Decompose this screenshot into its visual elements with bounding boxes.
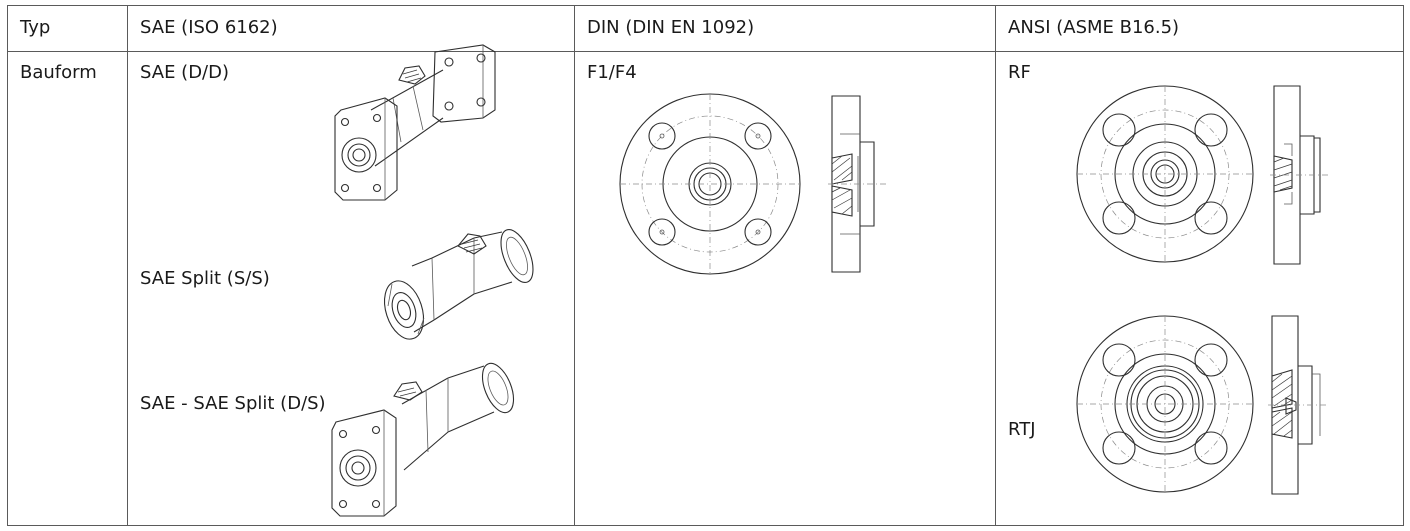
column-divider-1 — [127, 5, 128, 526]
label-sae-dd: SAE (D/D) — [140, 62, 229, 83]
ansi-rf-front-view-drawing — [1075, 84, 1255, 264]
flange-type-table: Typ SAE (ISO 6162) DIN (DIN EN 1092) ANS… — [7, 5, 1404, 526]
header-din: DIN (DIN EN 1092) — [587, 17, 755, 38]
header-row-divider — [7, 51, 1404, 52]
label-sae-sae-split-ds: SAE - SAE Split (D/S) — [140, 393, 326, 414]
table-border-right — [1403, 5, 1404, 526]
table-border-left — [7, 5, 8, 526]
label-ansi-rtj: RTJ — [1008, 419, 1036, 440]
header-sae: SAE (ISO 6162) — [140, 17, 278, 38]
ansi-rf-side-section-drawing — [1270, 84, 1330, 266]
column-divider-2 — [574, 5, 575, 526]
table-border-top — [7, 5, 1404, 6]
din-f1f4-front-view-drawing — [618, 92, 802, 276]
sae-sae-split-ds-drawing — [330, 360, 522, 526]
label-ansi-rf: RF — [1008, 62, 1031, 83]
header-typ: Typ — [20, 17, 51, 38]
sae-dd-flange-drawing — [333, 40, 505, 210]
ansi-rtj-side-section-drawing — [1268, 314, 1330, 496]
label-sae-split-ss: SAE Split (S/S) — [140, 268, 270, 289]
column-divider-3 — [995, 5, 996, 526]
header-ansi: ANSI (ASME B16.5) — [1008, 17, 1180, 38]
label-din-f1f4: F1/F4 — [587, 62, 637, 83]
table-border-bottom — [7, 525, 1404, 526]
din-f1f4-side-section-drawing — [828, 94, 888, 274]
sae-split-ss-drawing — [362, 222, 542, 364]
ansi-rtj-front-view-drawing — [1075, 314, 1255, 494]
row-label-bauform: Bauform — [20, 62, 97, 83]
